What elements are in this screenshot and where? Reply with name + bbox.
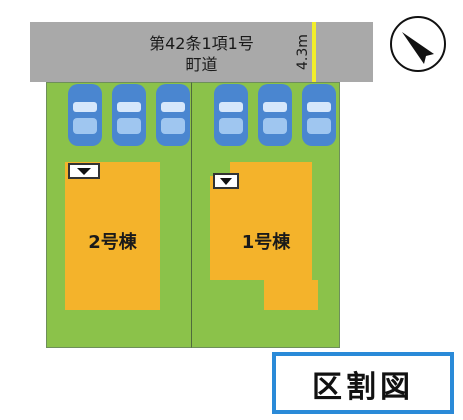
car-icon (302, 84, 336, 146)
car-icon (156, 84, 190, 146)
title-frame (272, 352, 454, 414)
entrance-marker-icon (68, 163, 100, 179)
road-classification-label: 第42条1項1号 (149, 34, 254, 53)
parking-row-right (210, 82, 338, 156)
car-icon (112, 84, 146, 146)
road-type-label: 町道 (185, 55, 218, 74)
building-1 (210, 162, 322, 314)
car-icon (68, 84, 102, 146)
road-width-marker (312, 22, 316, 82)
car-icon (258, 84, 292, 146)
building-2 (65, 162, 160, 310)
car-icon (214, 84, 248, 146)
building-2-label: 2号棟 (88, 232, 137, 253)
building-1-label: 1号棟 (241, 232, 291, 253)
map-title: 区割図 (312, 370, 414, 405)
north-arrow-icon (388, 14, 448, 78)
entrance-marker-icon (213, 173, 239, 189)
parking-row-left (64, 82, 192, 156)
road-width-label: 4.3m (295, 34, 311, 70)
